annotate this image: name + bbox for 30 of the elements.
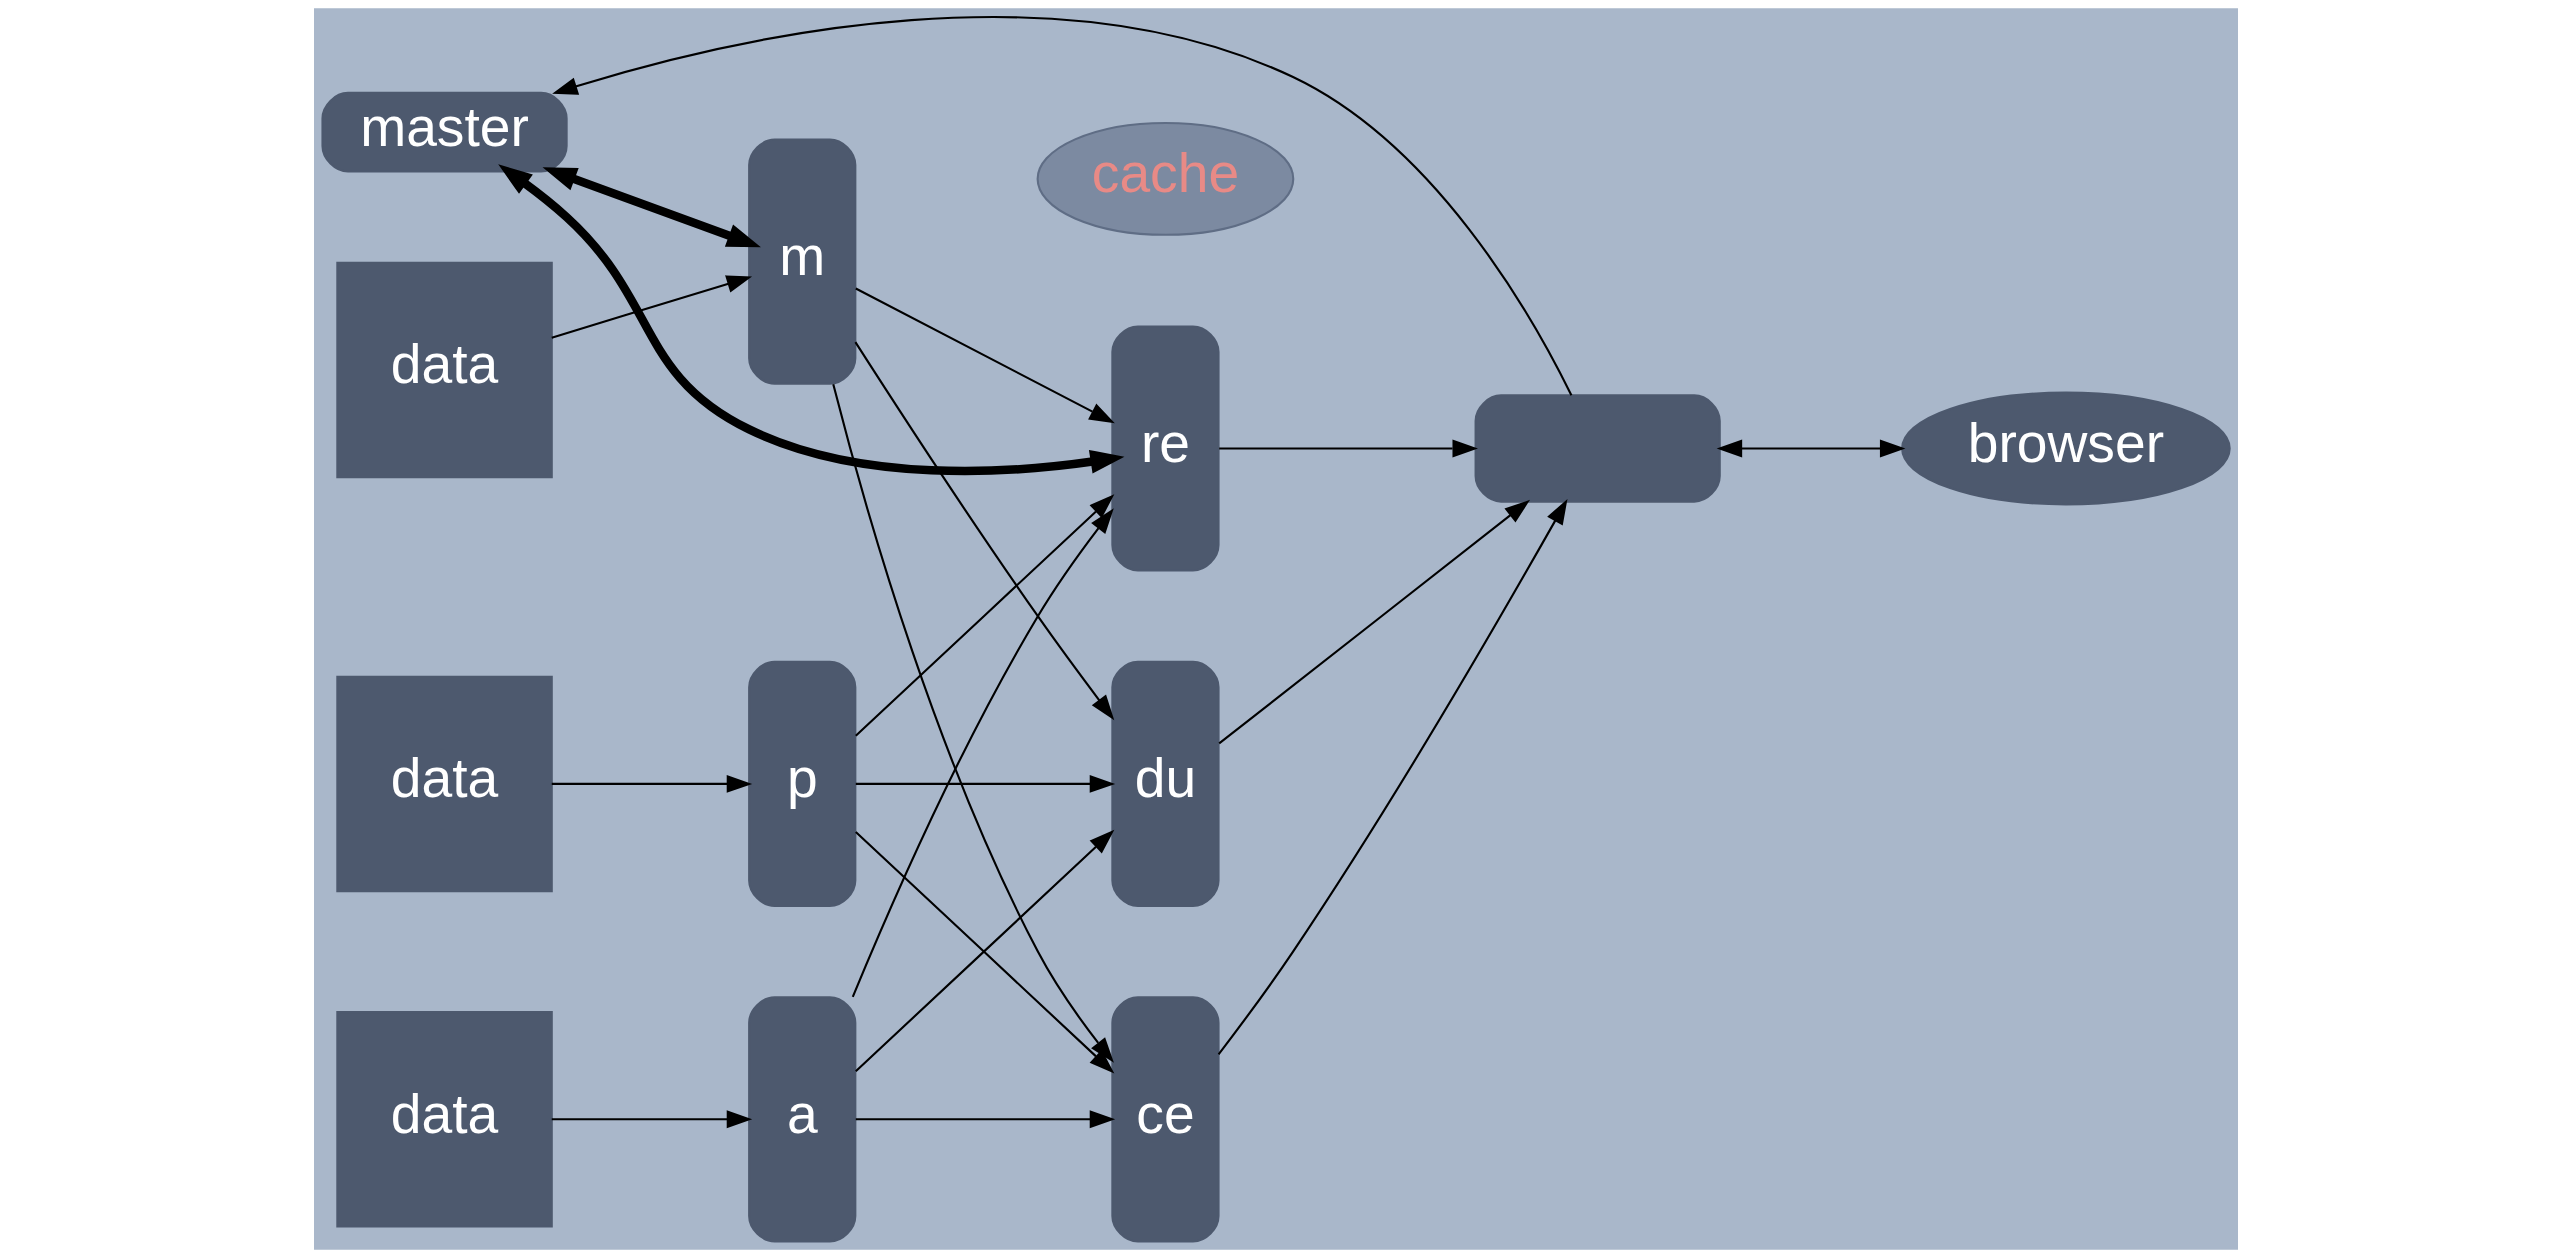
node-box: master bbox=[321, 91, 568, 173]
arrow bbox=[551, 1110, 753, 1129]
arrow bbox=[1217, 498, 1568, 1055]
arrow bbox=[1219, 439, 1478, 458]
node-box: data bbox=[336, 1011, 553, 1228]
arrow bbox=[1716, 439, 1906, 458]
arrow bbox=[855, 494, 1115, 737]
node-ellipse: browser bbox=[1901, 391, 2231, 506]
node-box: du bbox=[1111, 660, 1220, 907]
node-box: a bbox=[748, 996, 857, 1243]
node-box: p bbox=[748, 660, 857, 907]
arrow bbox=[854, 341, 1115, 721]
arrow bbox=[832, 383, 1114, 1063]
arrow bbox=[551, 275, 753, 339]
node-box bbox=[1474, 394, 1721, 503]
arrow bbox=[551, 774, 753, 793]
node-ellipse: cache bbox=[1036, 121, 1295, 236]
arrow bbox=[1218, 499, 1531, 745]
node-box: data bbox=[336, 675, 553, 893]
arrow bbox=[498, 164, 1125, 476]
arrow bbox=[855, 774, 1116, 793]
arrow bbox=[542, 167, 761, 248]
arrow bbox=[855, 287, 1115, 424]
node-box: re bbox=[1111, 325, 1220, 572]
node-box: data bbox=[336, 261, 553, 479]
node-box: ce bbox=[1111, 996, 1220, 1243]
node-box: m bbox=[748, 138, 857, 385]
arrow bbox=[552, 16, 1573, 396]
arrow bbox=[855, 1110, 1116, 1129]
arrow bbox=[851, 508, 1114, 998]
